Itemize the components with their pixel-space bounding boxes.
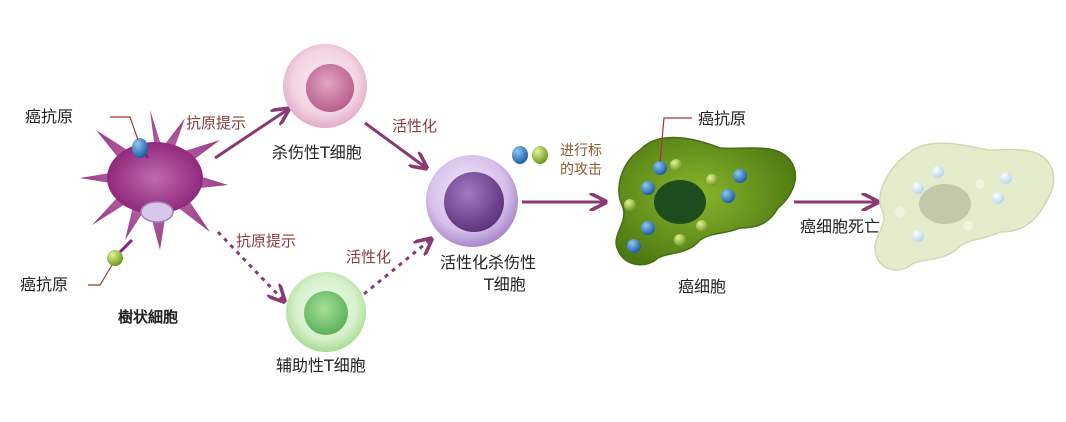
antigen-bottom-dendritic xyxy=(88,238,134,286)
activation-label-bottom: 活性化 xyxy=(346,248,391,266)
activated-killer-label-line1: 活性化杀伤性 xyxy=(440,253,536,272)
dead-cancer-cell xyxy=(874,142,1055,271)
killer-t-cell xyxy=(283,44,367,128)
activation-label-top: 活性化 xyxy=(392,117,437,135)
antigen-label-top-left: 癌抗原 xyxy=(25,107,73,126)
helper-t-label: 辅助性T细胞 xyxy=(276,356,366,375)
dendritic-cell-label: 樹状細胞 xyxy=(118,308,178,326)
killer-t-label: 杀伤性T细胞 xyxy=(272,143,362,162)
presentation-label-bottom: 抗原提示 xyxy=(236,232,296,250)
attack-label-line2: 的攻击 xyxy=(560,162,602,178)
cancer-cell-label: 癌细胞 xyxy=(678,277,726,296)
antigen-top-dendritic xyxy=(110,116,150,159)
antigen-dot-icon xyxy=(532,146,548,164)
activated-killer-label-line2: T细胞 xyxy=(483,275,526,294)
dendritic-cell xyxy=(80,110,228,250)
activated-killer-t-cell xyxy=(426,155,518,247)
arrow-icon xyxy=(216,230,283,300)
presentation-label-top: 抗原提示 xyxy=(186,114,246,132)
attack-label-line1: 进行标 xyxy=(560,143,602,159)
cancer-antigen-label: 癌抗原 xyxy=(698,109,746,128)
antigen-dot-icon xyxy=(512,146,528,164)
antigen-label-bottom-left: 癌抗原 xyxy=(20,275,68,294)
helper-t-cell xyxy=(286,272,366,352)
pointer-line xyxy=(659,117,692,163)
arrow-icon xyxy=(364,121,425,167)
cancer-cell xyxy=(615,136,797,266)
cancer-death-label: 癌细胞死亡 xyxy=(800,217,880,236)
arrow-icon xyxy=(214,110,287,160)
